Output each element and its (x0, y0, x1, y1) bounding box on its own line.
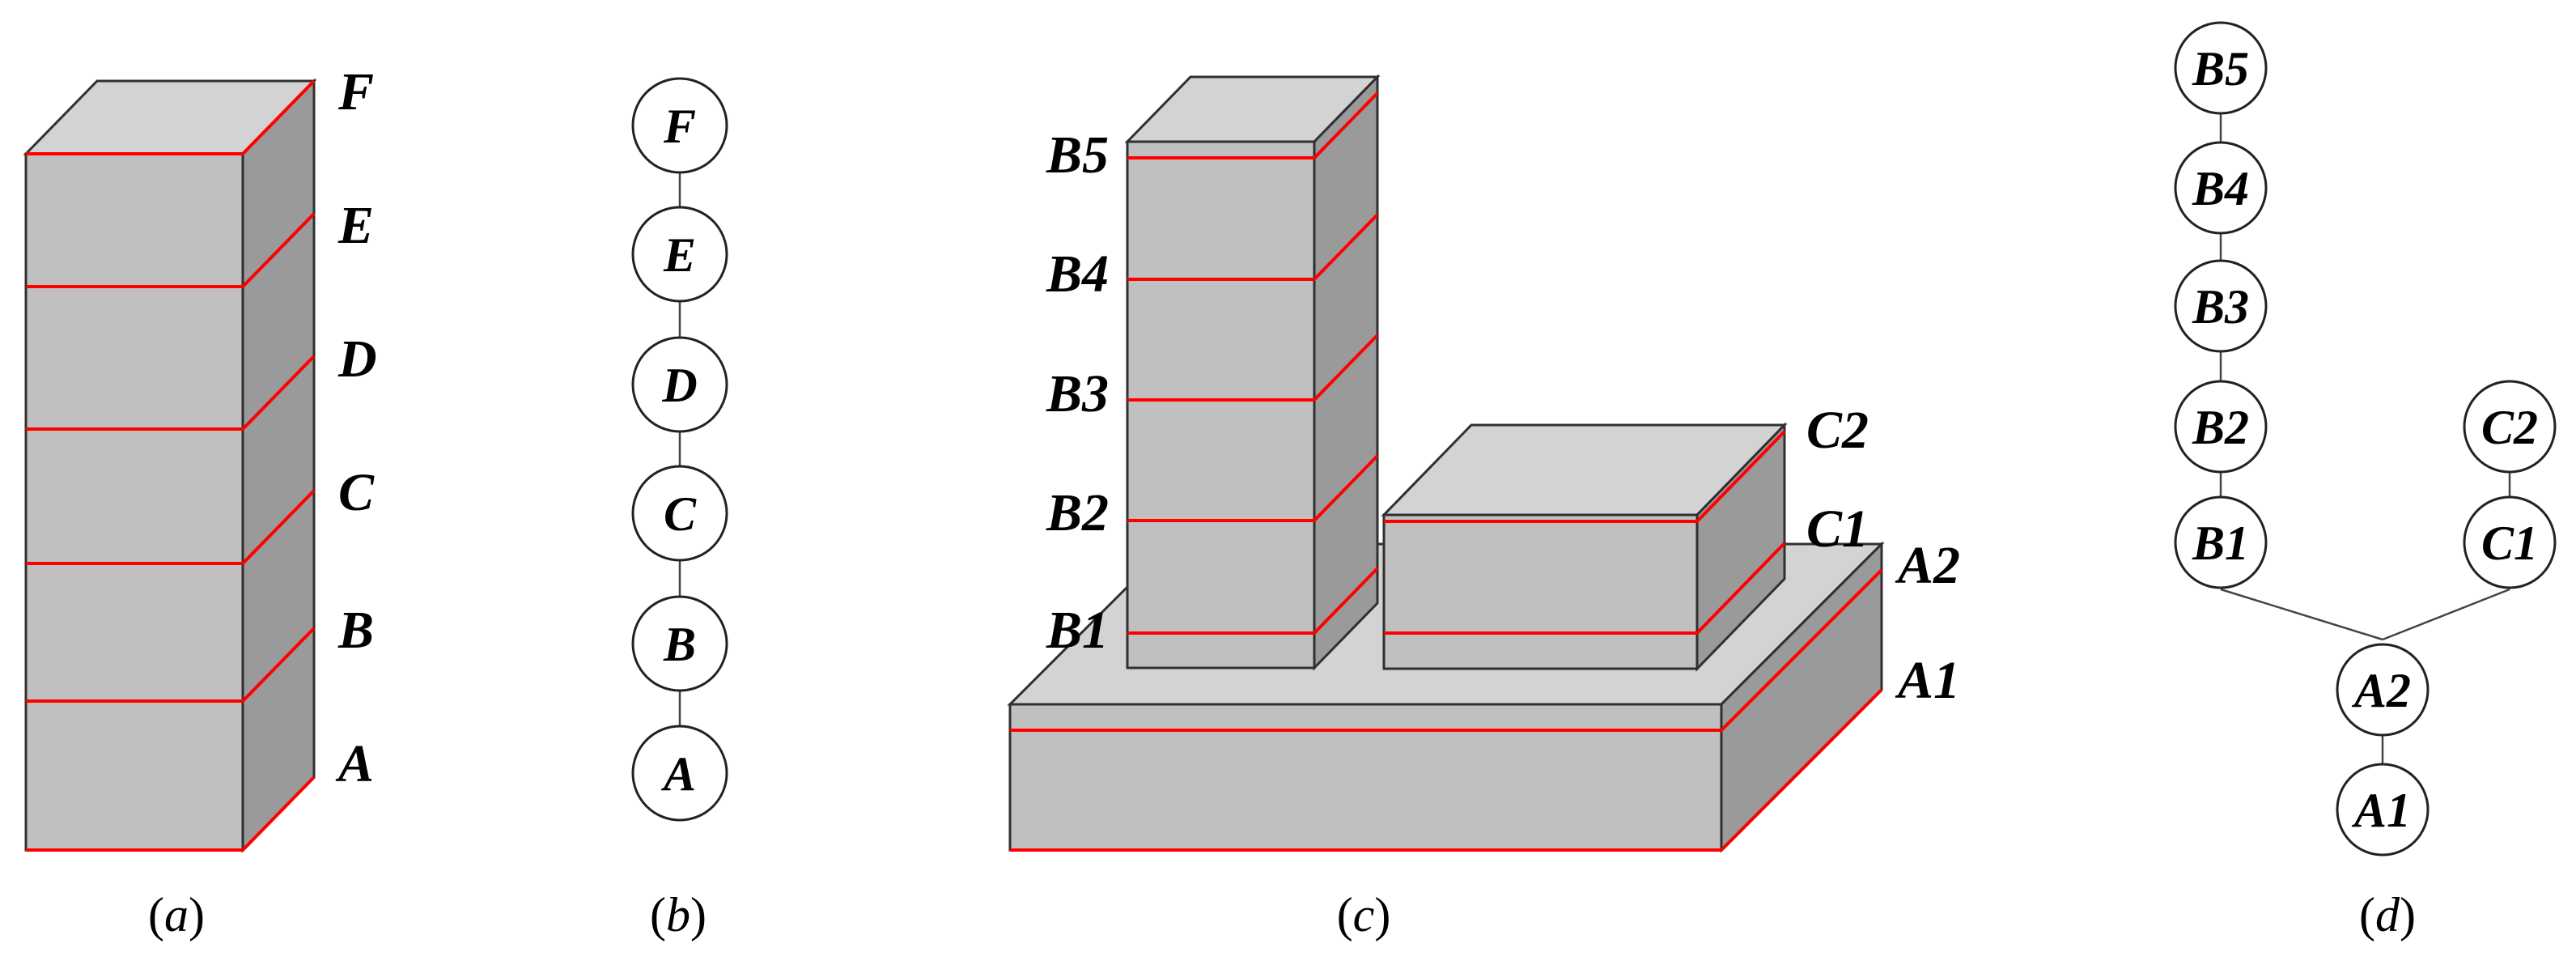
svg-text:C: C (664, 487, 697, 541)
svg-text:A: A (660, 747, 696, 801)
floor-label-b: B (337, 601, 374, 660)
tree-node-b4: B4 (2174, 141, 2268, 235)
tower-a-front (24, 152, 244, 852)
svg-text:B1: B1 (2192, 517, 2249, 570)
tower-label-b2: B2 (1046, 483, 1109, 542)
tower-c-floor-lines (1127, 91, 1379, 635)
svg-text:F: F (663, 100, 696, 153)
tower-label-b1: B1 (1046, 601, 1109, 660)
block-floor-lines (1384, 430, 1786, 635)
caption-a: (a) (148, 888, 205, 942)
tree-node-b5: B5 (2174, 21, 2268, 115)
panel-c: B1 B2 B3 B4 B5 C1 C2 A1 A2 (c) (1007, 74, 1960, 942)
floor-label-c: C (338, 463, 375, 522)
graph-node-f: F (631, 77, 728, 174)
tree-node-c1: C1 (2463, 495, 2557, 589)
edge-c1-a2 (2382, 588, 2510, 641)
panel-d: B5 B4 B3 B2 B1 C2 C1 A2 A1 (d) (2174, 21, 2557, 942)
graph-node-d: D (631, 336, 728, 433)
graph-node-b: B (631, 595, 728, 692)
svg-text:B2: B2 (2192, 401, 2249, 454)
svg-text:B: B (663, 618, 696, 671)
tree-node-a2: A2 (2336, 643, 2430, 737)
svg-text:D: D (661, 359, 697, 412)
graph-node-c: C (631, 465, 728, 562)
svg-text:B5: B5 (2192, 42, 2249, 96)
svg-text:A2: A2 (2351, 664, 2411, 717)
block-label-c2: C2 (1806, 401, 1869, 460)
tower-label-b3: B3 (1046, 364, 1109, 423)
floor-label-f: F (337, 62, 374, 121)
tree-node-b3: B3 (2174, 259, 2268, 353)
caption-b: (b) (650, 888, 707, 942)
tree-node-b2: B2 (2174, 380, 2268, 474)
base-floor-lines (1010, 568, 1883, 852)
floor-label-d: D (337, 329, 377, 389)
edge-b1-a2 (2220, 588, 2383, 641)
block-label-c1: C1 (1806, 500, 1869, 559)
svg-text:E: E (663, 228, 696, 282)
svg-text:B3: B3 (2192, 280, 2249, 334)
tower-label-b5: B5 (1046, 125, 1109, 185)
tower-a-side (241, 78, 316, 853)
floor-label-a: A (335, 734, 374, 793)
graph-node-e: E (631, 206, 728, 303)
tree-node-c2: C2 (2463, 380, 2557, 474)
floor-label-e: E (337, 196, 374, 255)
tree-node-a1: A1 (2336, 763, 2430, 857)
tower-c-front (1126, 140, 1316, 670)
tree-node-b1: B1 (2174, 495, 2268, 589)
tower-label-b4: B4 (1046, 244, 1109, 304)
panel-b: A B C D E F (b) (631, 77, 728, 942)
svg-text:A1: A1 (2351, 784, 2411, 837)
svg-text:B4: B4 (2192, 162, 2249, 215)
base-label-a2: A2 (1895, 536, 1960, 595)
caption-d: (d) (2359, 888, 2416, 942)
caption-c: (c) (1337, 888, 1391, 942)
svg-text:C1: C1 (2481, 517, 2538, 570)
svg-text:C2: C2 (2481, 401, 2538, 454)
tower-a-floor-lines (26, 79, 316, 852)
base-front (1008, 703, 1723, 852)
block-front (1382, 513, 1699, 670)
base-label-a1: A1 (1895, 651, 1960, 710)
graph-node-a: A (631, 725, 728, 822)
panel-a: A B C D E F (a) (23, 62, 377, 942)
